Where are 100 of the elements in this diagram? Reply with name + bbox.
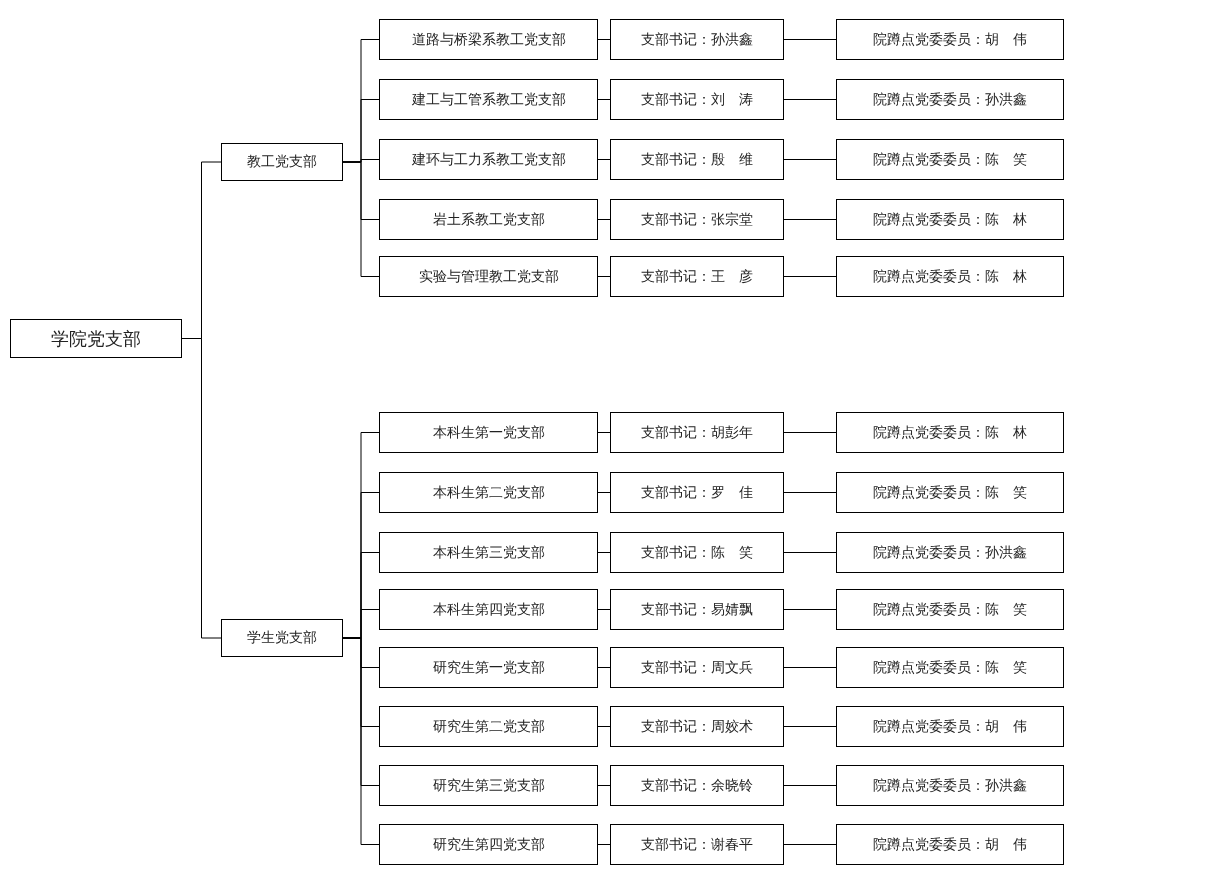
connector-line <box>783 99 837 100</box>
box-label: 支部书记：殷 维 <box>641 150 753 169</box>
org-box <box>610 765 784 806</box>
org-box <box>836 706 1064 747</box>
connector-line <box>783 159 837 160</box>
org-box <box>836 199 1064 240</box>
box-label: 教工党支部 <box>247 153 317 171</box>
connector-line <box>597 432 611 433</box>
org-box <box>836 256 1064 297</box>
connector-line <box>783 609 837 610</box>
connector-line <box>597 844 611 845</box>
connector-line <box>783 552 837 553</box>
box-label: 院蹲点党委委员：陈 笑 <box>873 658 1027 677</box>
org-box <box>379 199 598 240</box>
connector-line <box>783 219 837 220</box>
org-box <box>836 79 1064 120</box>
box-label: 支部书记：孙洪鑫 <box>641 30 753 49</box>
box-label: 研究生第三党支部 <box>432 776 545 795</box>
org-box <box>221 143 343 181</box>
box-label: 院蹲点党委委员：陈 笑 <box>873 150 1027 169</box>
box-label: 院蹲点党委委员：孙洪鑫 <box>873 90 1027 109</box>
box-label: 建环与工力系教工党支部 <box>411 150 566 169</box>
org-box <box>610 19 784 60</box>
box-label: 岩土系教工党支部 <box>432 210 545 229</box>
box-label: 支部书记：王 彦 <box>641 267 753 286</box>
connector-line <box>597 552 611 553</box>
org-box <box>610 824 784 865</box>
box-label: 支部书记：余晓铃 <box>641 776 753 795</box>
connector-line <box>783 39 837 40</box>
connector-line <box>783 726 837 727</box>
org-box <box>379 824 598 865</box>
connector-line <box>783 667 837 668</box>
connector-line <box>597 785 611 786</box>
box-label: 院蹲点党委委员：胡 伟 <box>873 835 1027 854</box>
org-box <box>610 647 784 688</box>
box-label: 学生党支部 <box>247 629 317 647</box>
org-box <box>836 647 1064 688</box>
box-label: 院蹲点党委委员：胡 伟 <box>873 30 1027 49</box>
org-box <box>610 199 784 240</box>
box-label: 支部书记：易婧飘 <box>641 600 753 619</box>
box-label: 院蹲点党委委员：陈 笑 <box>873 483 1027 502</box>
org-box <box>379 706 598 747</box>
org-box <box>221 619 343 657</box>
box-label: 院蹲点党委委员：孙洪鑫 <box>873 776 1027 795</box>
box-label: 支部书记：周姣术 <box>641 717 753 736</box>
connector-line <box>597 99 611 100</box>
org-box <box>610 472 784 513</box>
org-box <box>610 139 784 180</box>
org-box <box>836 765 1064 806</box>
org-box <box>610 412 784 453</box>
org-box <box>610 256 784 297</box>
org-box <box>836 412 1064 453</box>
box-label: 支部书记：周文兵 <box>641 658 753 677</box>
box-label: 建工与工管系教工党支部 <box>411 90 566 109</box>
connector-line <box>597 667 611 668</box>
org-box <box>836 472 1064 513</box>
org-box <box>379 765 598 806</box>
box-label: 研究生第二党支部 <box>432 717 545 736</box>
connector-line <box>597 219 611 220</box>
org-box <box>836 532 1064 573</box>
connector-line <box>597 726 611 727</box>
org-box <box>10 319 182 358</box>
org-box <box>379 79 598 120</box>
box-label: 学院党支部 <box>51 326 141 351</box>
org-box <box>610 532 784 573</box>
box-label: 院蹲点党委委员：孙洪鑫 <box>873 543 1027 562</box>
connector-line <box>597 159 611 160</box>
box-label: 道路与桥梁系教工党支部 <box>411 30 566 49</box>
org-box <box>379 472 598 513</box>
connector-line <box>783 844 837 845</box>
connector-line <box>597 609 611 610</box>
box-label: 本科生第四党支部 <box>432 600 545 619</box>
connector-line <box>783 276 837 277</box>
org-box <box>836 824 1064 865</box>
connector-line <box>597 276 611 277</box>
org-box <box>379 532 598 573</box>
box-label: 本科生第一党支部 <box>432 423 545 442</box>
org-box <box>836 589 1064 630</box>
box-label: 院蹲点党委委员：陈 林 <box>873 210 1027 229</box>
org-box <box>836 19 1064 60</box>
box-label: 支部书记：刘 涛 <box>641 90 753 109</box>
connector-line <box>783 492 837 493</box>
org-box <box>610 589 784 630</box>
box-label: 支部书记：张宗堂 <box>641 210 753 229</box>
box-label: 研究生第一党支部 <box>432 658 545 677</box>
connector-line <box>342 637 380 845</box>
org-box <box>379 589 598 630</box>
box-label: 支部书记：陈 笑 <box>641 543 753 562</box>
connector-line <box>597 39 611 40</box>
org-box <box>610 706 784 747</box>
box-label: 支部书记：罗 佳 <box>641 483 753 502</box>
org-box <box>379 256 598 297</box>
box-label: 支部书记：胡彭年 <box>641 423 753 442</box>
connector-line <box>783 785 837 786</box>
org-box <box>379 647 598 688</box>
box-label: 本科生第二党支部 <box>432 483 545 502</box>
org-box <box>836 139 1064 180</box>
org-box <box>379 139 598 180</box>
box-label: 院蹲点党委委员：胡 伟 <box>873 717 1027 736</box>
box-label: 院蹲点党委委员：陈 林 <box>873 423 1027 442</box>
